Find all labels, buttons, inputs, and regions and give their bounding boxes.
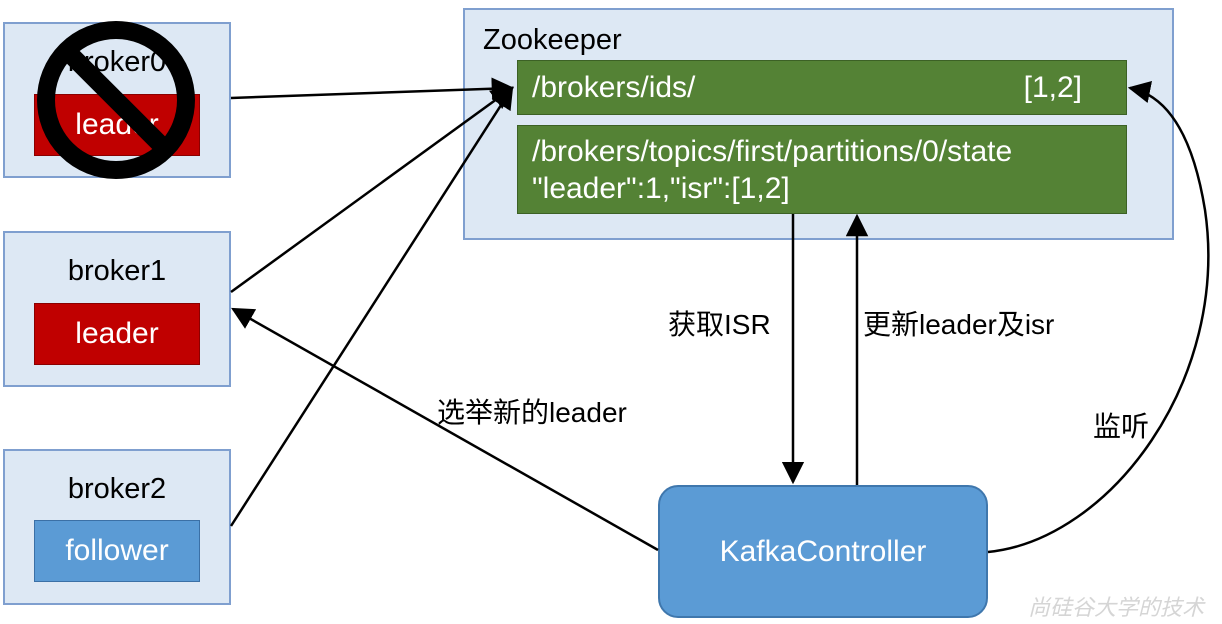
edge-broker0-register (230, 77, 515, 100)
znode-state-path: /brokers/topics/first/partitions/0/state (532, 134, 1013, 168)
znode-state-value: "leader":1,"isr":[1,2] (532, 171, 790, 205)
znode-broker-ids: /brokers/ids/ [1,2] (517, 60, 1127, 115)
znode-partition-state: /brokers/topics/first/partitions/0/state… (517, 125, 1127, 214)
watermark: 尚硅谷大学的技术 (1027, 596, 1204, 621)
label-elect-leader: 选举新的leader (437, 397, 627, 428)
edge-broker2-register (229, 86, 514, 527)
broker1-role: leader (34, 303, 200, 365)
label-watch: 监听 (1093, 411, 1150, 442)
znode-ids-value: [1,2] (1023, 70, 1082, 104)
label-get-isr: 获取ISR (668, 309, 771, 340)
zookeeper-title: Zookeeper (483, 24, 622, 56)
edge-watch (987, 80, 1210, 554)
edge-elect-leader (231, 307, 659, 552)
edge-broker1-register (230, 86, 514, 294)
kafka-controller: KafkaController (658, 485, 988, 618)
prohibited-icon (37, 21, 195, 179)
label-update-leader: 更新leader及isr (863, 309, 1055, 340)
broker2-role: follower (34, 520, 200, 582)
broker2-title: broker2 (67, 473, 167, 505)
znode-ids-path: /brokers/ids/ (532, 70, 696, 104)
broker1-title: broker1 (67, 255, 167, 287)
